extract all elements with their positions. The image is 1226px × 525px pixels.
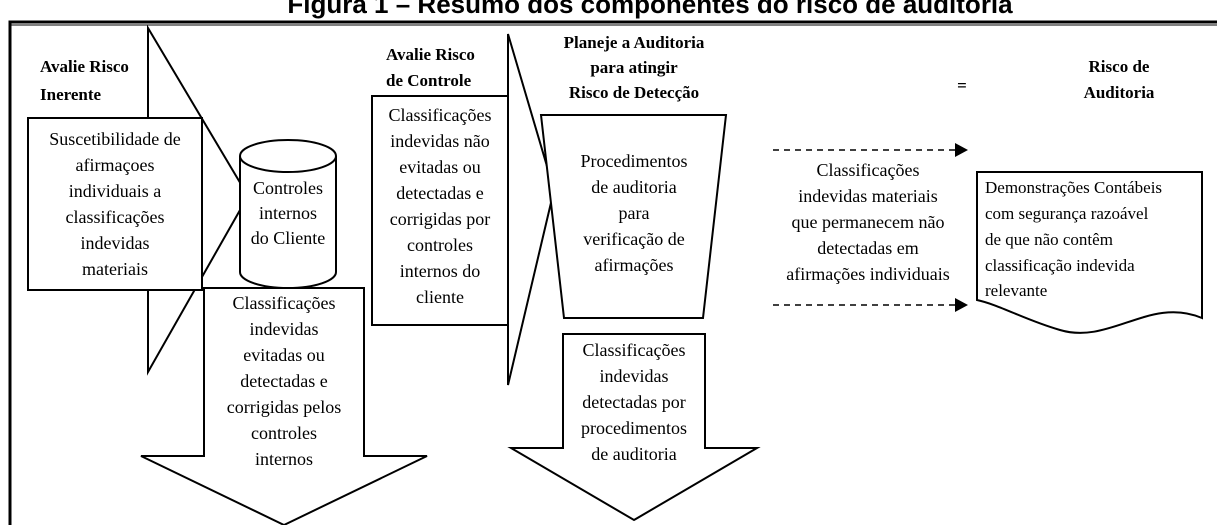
figure-title: Figura 1 – Resumo dos componentes do ris… xyxy=(287,0,1013,19)
prevented-errors-line4: detectadas e xyxy=(240,371,327,391)
prevented-errors-line5: corrigidas pelos xyxy=(227,397,341,417)
audit-risk-heading-line2: Auditoria xyxy=(1084,83,1155,102)
plan-audit-line5: afirmações xyxy=(595,255,674,275)
audit-risk-line1: Demonstrações Contábeis xyxy=(985,178,1162,197)
undetected-line3: que permanecem não xyxy=(792,212,945,232)
prevented-errors-line3: evitadas ou xyxy=(243,345,324,365)
prevented-errors-arrow xyxy=(140,287,428,525)
plan-audit-heading-line1: Planeje a Auditoria xyxy=(564,33,705,52)
inherent-risk-line1: Suscetibilidade de xyxy=(49,129,180,149)
client-controls-line1: Controles xyxy=(253,178,323,198)
prevented-errors-line7: internos xyxy=(255,449,313,469)
inherent-risk-arrow xyxy=(27,24,250,376)
plan-audit-heading-line3: Risco de Detecção xyxy=(569,83,699,102)
detected-errors-line3: detectadas por xyxy=(582,392,685,412)
inherent-risk-line4: classificações xyxy=(66,207,165,227)
inherent-risk-line2: afirmaçoes xyxy=(76,155,155,175)
dashed-arrow-top xyxy=(773,143,968,157)
prevented-errors-line2: indevidas xyxy=(250,319,319,339)
client-controls-line3: do Cliente xyxy=(251,228,326,248)
prevented-errors-body: Classificações indevidas evitadas ou det… xyxy=(227,293,341,469)
undetected-errors-body: Classificações indevidas materiais que p… xyxy=(786,160,949,284)
control-risk-line5: corrigidas por xyxy=(390,209,490,229)
control-risk-body: Classificações indevidas não evitadas ou… xyxy=(389,105,492,307)
undetected-line5: afirmações individuais xyxy=(786,264,949,284)
plan-audit-body: Procedimentos de auditoria para verifica… xyxy=(581,151,688,275)
audit-procedures-funnel xyxy=(539,114,728,319)
plan-audit-heading: Planeje a Auditoria para atingir Risco d… xyxy=(564,33,705,102)
inherent-risk-body: Suscetibilidade de afirmaçoes individuai… xyxy=(49,129,180,279)
control-risk-line8: cliente xyxy=(416,287,464,307)
undetected-line1: Classificações xyxy=(817,160,920,180)
control-risk-heading: Avalie Risco de Controle xyxy=(386,45,475,90)
control-risk-line7: internos do xyxy=(400,261,481,281)
detected-errors-line1: Classificações xyxy=(583,340,686,360)
plan-audit-line2: de auditoria xyxy=(591,177,676,197)
inherent-risk-heading-line1: Avalie Risco xyxy=(40,57,129,76)
plan-audit-line1: Procedimentos xyxy=(581,151,688,171)
plan-audit-line3: para xyxy=(619,203,650,223)
prevented-errors-line6: controles xyxy=(251,423,317,443)
undetected-line4: detectadas em xyxy=(817,238,918,258)
audit-risk-body: Demonstrações Contábeis com segurança ra… xyxy=(985,178,1162,300)
control-risk-line3: evitadas ou xyxy=(399,157,480,177)
dashed-arrow-bottom xyxy=(773,298,968,312)
control-risk-heading-line2: de Controle xyxy=(386,71,472,90)
detected-errors-line4: procedimentos xyxy=(581,418,687,438)
detected-errors-line2: indevidas xyxy=(600,366,669,386)
undetected-line2: indevidas materiais xyxy=(798,186,937,206)
audit-risk-line4: classificação indevida xyxy=(985,256,1135,275)
control-risk-line6: controles xyxy=(407,235,473,255)
detected-errors-arrow xyxy=(507,333,761,522)
control-risk-arrow xyxy=(371,33,556,386)
inherent-risk-heading: Avalie Risco Inerente xyxy=(40,57,129,104)
client-controls-line2: internos xyxy=(259,203,317,223)
frame-border xyxy=(8,20,1217,525)
inherent-risk-line5: indevidas xyxy=(81,233,150,253)
control-risk-box xyxy=(371,95,509,326)
equals-sign: = xyxy=(957,76,967,95)
audit-risk-line5: relevante xyxy=(985,281,1047,300)
inherent-risk-box xyxy=(27,117,203,291)
control-risk-line2: indevidas não xyxy=(390,131,489,151)
financial-statements-document xyxy=(976,171,1203,334)
audit-risk-heading: Risco de Auditoria xyxy=(1084,57,1155,102)
control-risk-line1: Classificações xyxy=(389,105,492,125)
control-risk-line4: detectadas e xyxy=(396,183,483,203)
audit-risk-line3: de que não contêm xyxy=(985,230,1113,249)
client-controls-label: Controles internos do Cliente xyxy=(251,178,326,248)
inherent-risk-line6: materiais xyxy=(82,259,148,279)
detected-errors-line5: de auditoria xyxy=(591,444,676,464)
control-risk-heading-line1: Avalie Risco xyxy=(386,45,475,64)
prevented-errors-line1: Classificações xyxy=(233,293,336,313)
plan-audit-heading-line2: para atingir xyxy=(590,58,678,77)
audit-risk-heading-line1: Risco de xyxy=(1089,57,1150,76)
inherent-risk-heading-line2: Inerente xyxy=(40,85,102,104)
detected-errors-body: Classificações indevidas detectadas por … xyxy=(581,340,687,464)
inherent-risk-line3: individuais a xyxy=(69,181,162,201)
audit-risk-line2: com segurança razoável xyxy=(985,204,1149,223)
plan-audit-line4: verificação de xyxy=(583,229,684,249)
